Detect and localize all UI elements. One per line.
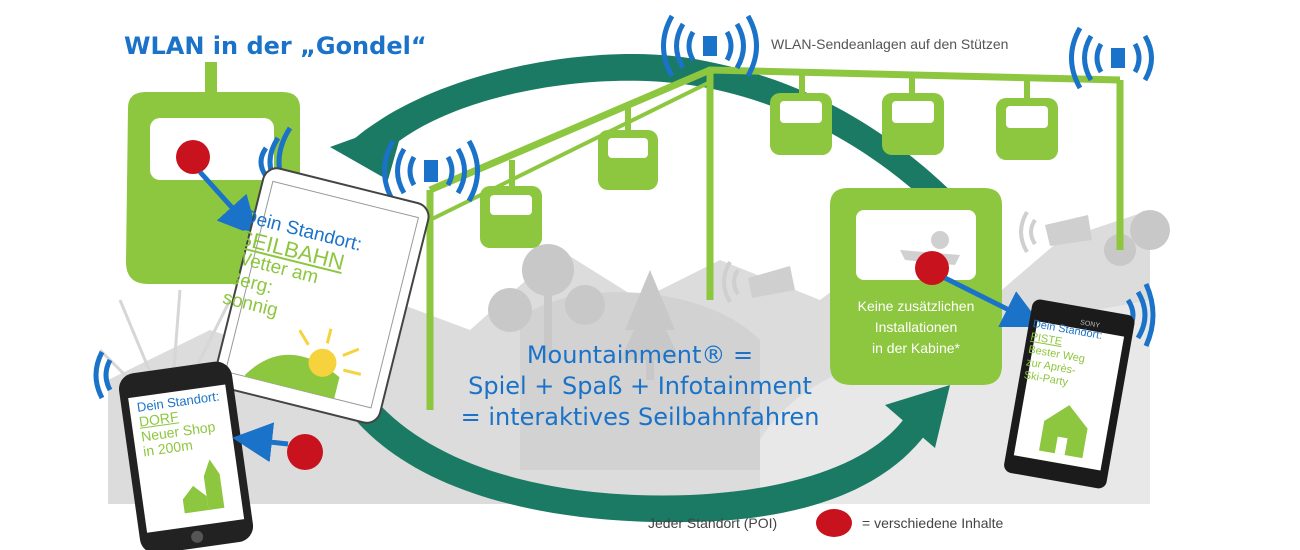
cabin-note: Keine zusätzlichen Installationen in der… xyxy=(838,296,994,359)
arrow xyxy=(232,422,289,463)
sun-icon xyxy=(244,328,362,399)
wlan-antennas-label: WLAN-Sendeanlagen auf den Stützen xyxy=(771,36,1009,52)
tablet-icon xyxy=(213,167,430,424)
tree-icon xyxy=(488,210,1170,380)
house-icon xyxy=(1039,405,1088,459)
poi-marker-icon xyxy=(176,140,210,174)
cabin-note-line: Installationen xyxy=(874,319,958,335)
smartphone-icon xyxy=(1004,299,1135,489)
poi-marker-icon xyxy=(915,251,949,285)
cabin-note-line: in der Kabine* xyxy=(872,340,960,356)
wifi-signal-icon xyxy=(382,139,480,203)
poi-marker-icon xyxy=(287,434,323,470)
snow-cannon-icon xyxy=(748,215,1092,298)
gondola-icon xyxy=(830,188,1043,385)
legend-description: = verschiedene Inhalte xyxy=(862,515,1004,531)
wifi-signal-icon xyxy=(93,350,113,400)
gondola-icon xyxy=(480,70,1058,248)
wifi-signal-icon xyxy=(1069,26,1154,90)
poi-marker-icon xyxy=(816,509,852,537)
cabin-note-line: Keine zusätzlichen xyxy=(857,298,975,314)
legend-label: Jeder Standort (POI) xyxy=(648,515,778,531)
cable-lines xyxy=(426,66,1124,410)
wifi-signal-icon xyxy=(722,210,1037,304)
mountainment-tagline: Mountainment® = Spiel + Spaß + Infotainm… xyxy=(430,340,850,433)
church-icon xyxy=(182,459,225,514)
smartphone-icon xyxy=(118,361,254,550)
tagline-line: Spiel + Spaß + Infotainment xyxy=(468,372,812,400)
page-title: WLAN in der „Gondel“ xyxy=(124,32,427,60)
wifi-signal-icon xyxy=(661,14,759,78)
tagline-line: = interaktives Seilbahnfahren xyxy=(460,403,820,431)
tagline-line: Mountainment® = xyxy=(526,341,754,369)
